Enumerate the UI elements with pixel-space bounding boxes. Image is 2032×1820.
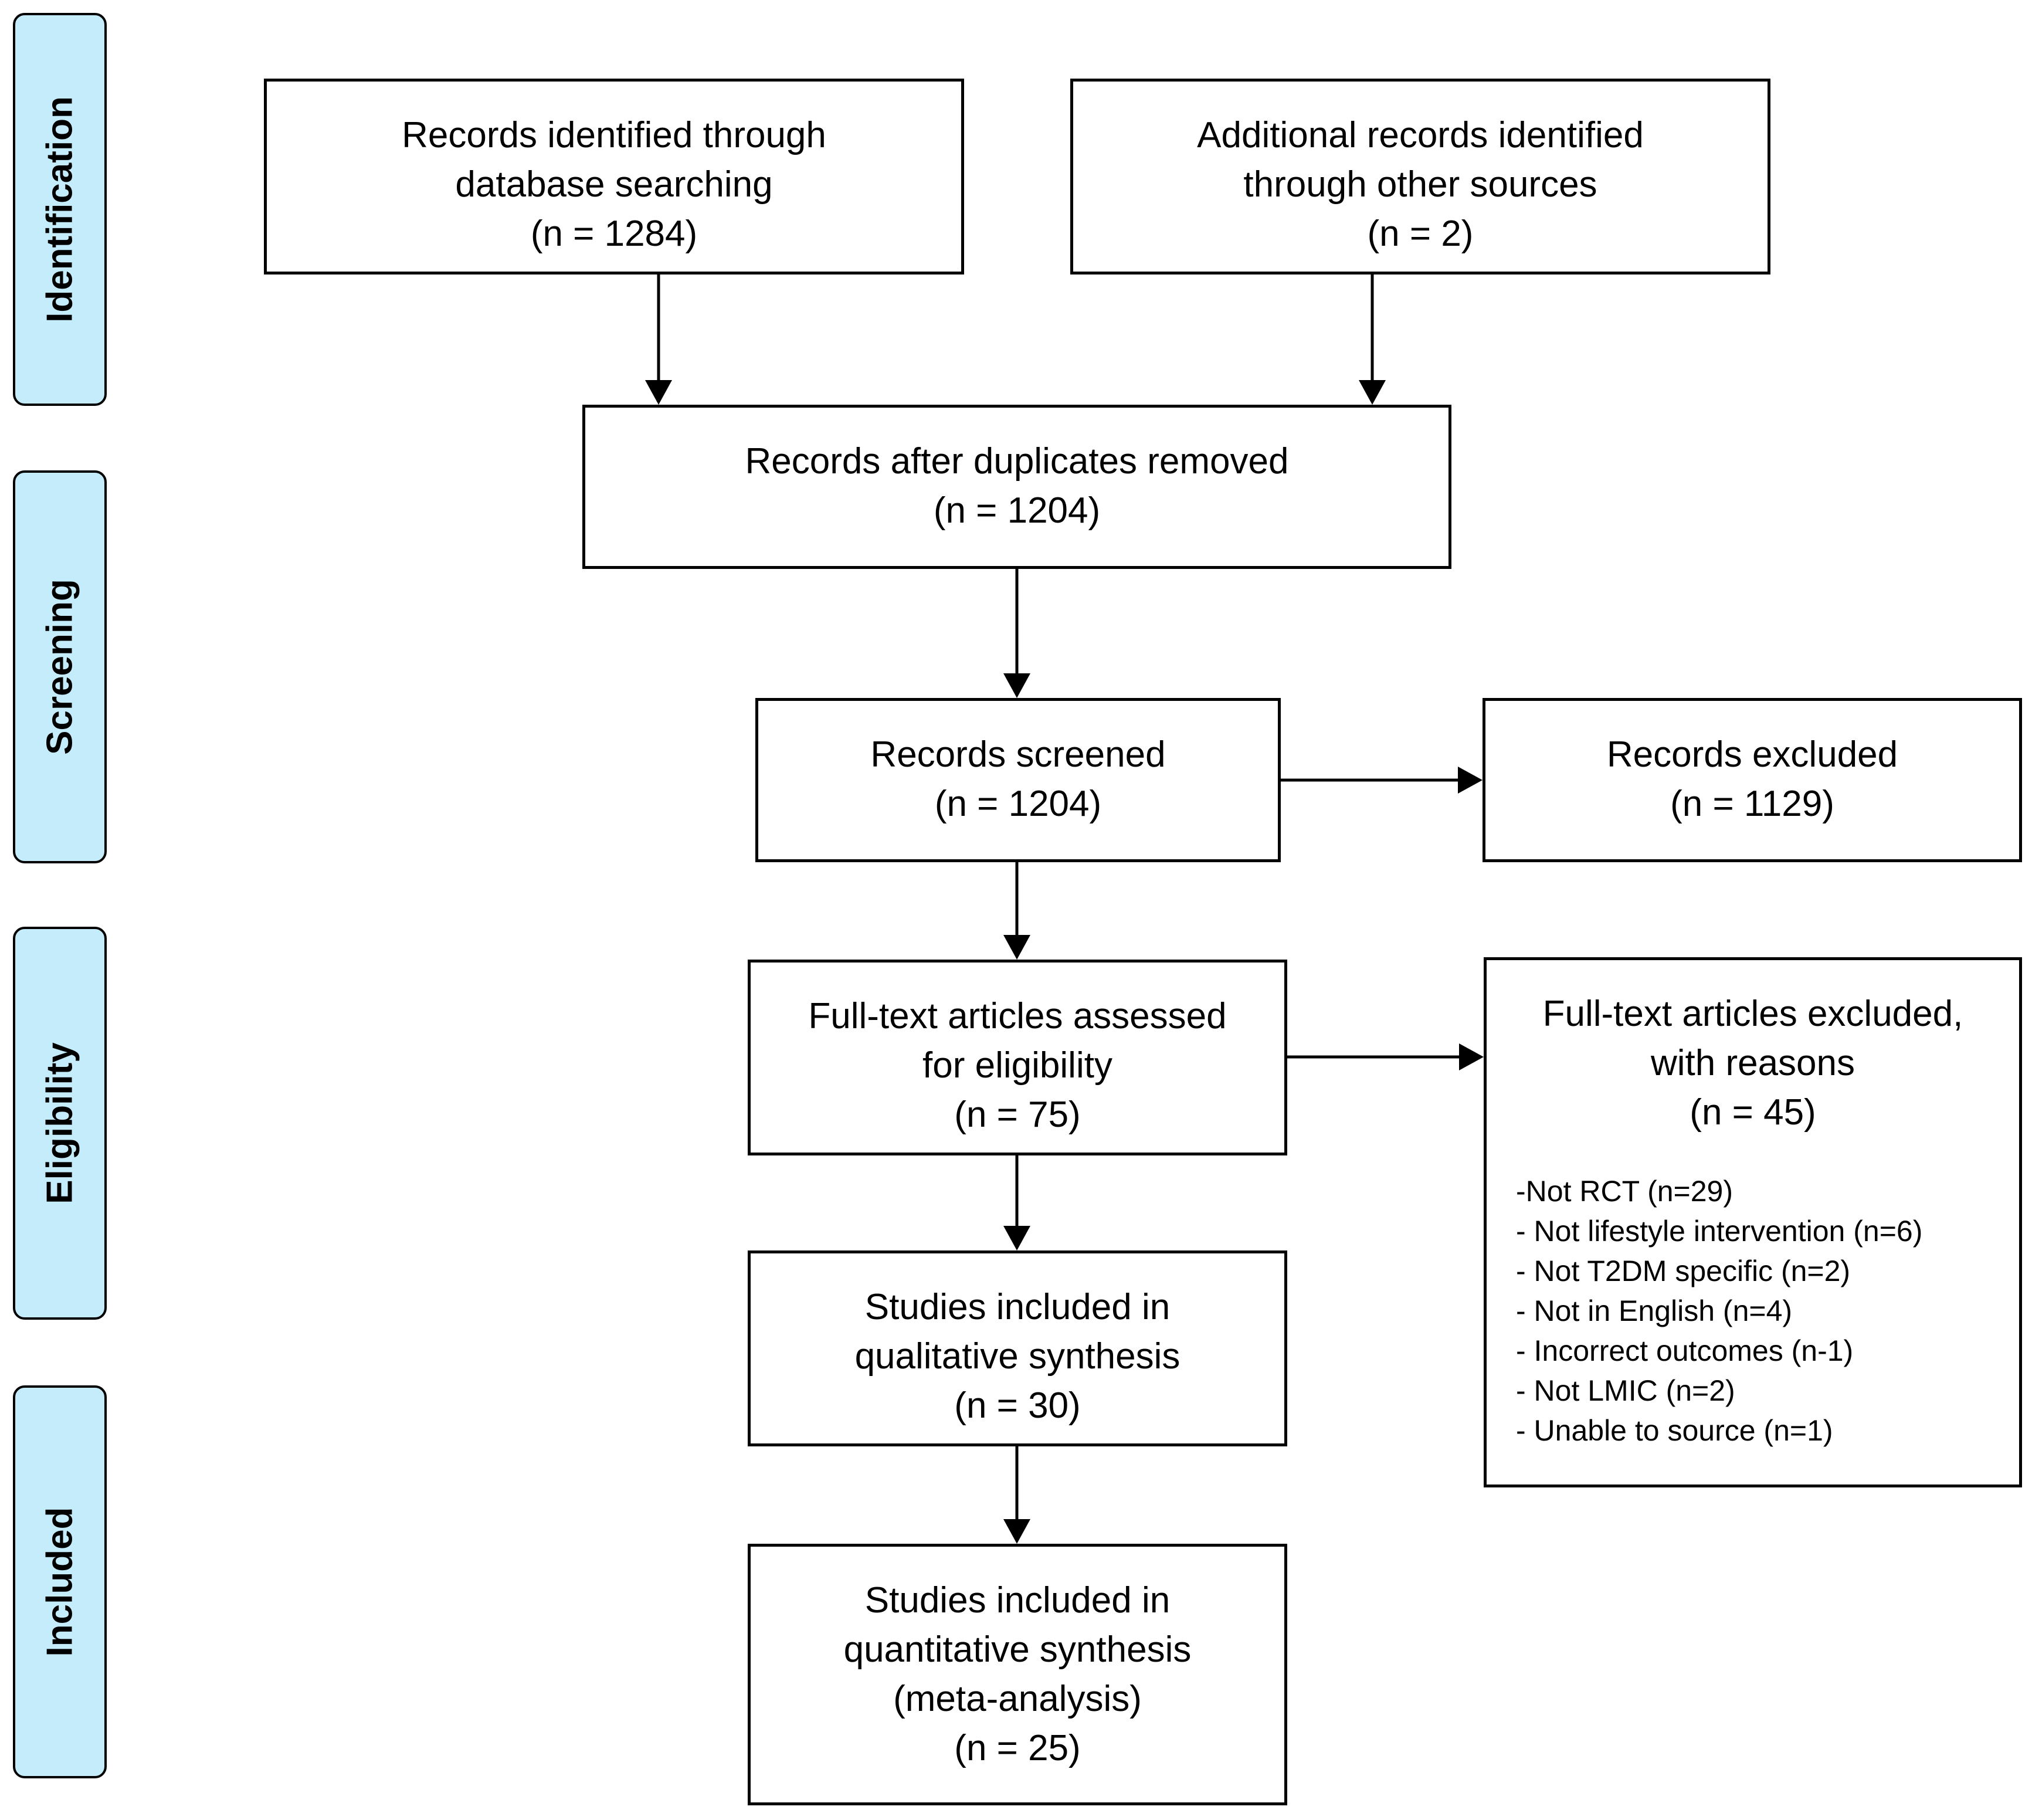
box-count: (n = 75) bbox=[954, 1094, 1081, 1135]
arrowhead-icon bbox=[1458, 767, 1483, 794]
box-records-screened: Records screened (n = 1204) bbox=[755, 698, 1281, 862]
exclusion-reason: - Not T2DM specific (n=2) bbox=[1516, 1255, 1851, 1287]
box-text-line: through other sources bbox=[1243, 164, 1597, 205]
box-text-line: for eligibility bbox=[922, 1045, 1112, 1086]
arrowhead-icon bbox=[1003, 935, 1030, 960]
box-count: (n = 30) bbox=[954, 1385, 1081, 1426]
phase-screening: Screening bbox=[13, 470, 107, 863]
box-text-line: Studies included in bbox=[864, 1287, 1171, 1327]
exclusion-reason: - Not lifestyle intervention (n=6) bbox=[1516, 1215, 1923, 1248]
box-text-line: quantitative synthesis bbox=[843, 1629, 1192, 1670]
box-fulltext-assessed: Full-text articles assessed for eligibil… bbox=[748, 960, 1287, 1155]
exclusion-reason: - Not LMIC (n=2) bbox=[1516, 1374, 1735, 1407]
box-text-line: Records excluded bbox=[1606, 734, 1898, 775]
box-records-excluded: Records excluded (n = 1129) bbox=[1483, 698, 2022, 862]
exclusion-reasons-list: -Not RCT (n=29) - Not lifestyle interven… bbox=[1487, 1171, 1922, 1450]
arrowhead-icon bbox=[645, 380, 672, 405]
box-text-line: Records after duplicates removed bbox=[745, 441, 1289, 482]
box-text-line: Full-text articles assessed bbox=[808, 996, 1227, 1036]
box-count: (n = 2) bbox=[1367, 213, 1474, 254]
box-qualitative-synthesis: Studies included in qualitative synthesi… bbox=[748, 1250, 1287, 1446]
phase-eligibility: Eligibility bbox=[13, 927, 107, 1320]
phase-identification: Identification bbox=[13, 13, 107, 406]
arrowhead-icon bbox=[1003, 1519, 1030, 1544]
box-count: (n = 25) bbox=[954, 1728, 1081, 1768]
box-quantitative-synthesis: Studies included in quantitative synthes… bbox=[748, 1544, 1287, 1805]
exclusion-reason: - Unable to source (n=1) bbox=[1516, 1414, 1833, 1447]
box-other-sources: Additional records identified through ot… bbox=[1070, 79, 1770, 274]
box-text-line: Additional records identified bbox=[1197, 115, 1644, 155]
box-fulltext-excluded: Full-text articles excluded, with reason… bbox=[1484, 957, 2022, 1487]
box-count: (n = 1284) bbox=[530, 213, 698, 254]
arrowhead-icon bbox=[1459, 1043, 1484, 1070]
box-count: (n = 1129) bbox=[1670, 784, 1834, 824]
box-text-line: (meta-analysis) bbox=[893, 1679, 1142, 1719]
box-duplicates-removed: Records after duplicates removed (n = 12… bbox=[582, 405, 1451, 569]
box-text-line: with reasons bbox=[1650, 1043, 1855, 1083]
box-count: (n = 1204) bbox=[934, 784, 1102, 824]
exclusion-reason: - Incorrect outcomes (n-1) bbox=[1516, 1334, 1854, 1367]
box-text-line: qualitative synthesis bbox=[854, 1336, 1180, 1377]
box-count: (n = 45) bbox=[1690, 1092, 1816, 1133]
arrowhead-icon bbox=[1003, 1226, 1030, 1250]
box-text-line: database searching bbox=[455, 164, 773, 205]
arrowhead-icon bbox=[1359, 380, 1386, 405]
box-text-line: Studies included in bbox=[864, 1580, 1171, 1621]
box-count: (n = 1204) bbox=[933, 490, 1101, 531]
exclusion-reason: - Not in English (n=4) bbox=[1516, 1294, 1793, 1327]
arrowhead-icon bbox=[1003, 673, 1030, 698]
box-text-line: Full-text articles excluded, bbox=[1542, 994, 1963, 1034]
box-text-line: Records screened bbox=[870, 734, 1166, 775]
exclusion-reason: -Not RCT (n=29) bbox=[1516, 1175, 1734, 1208]
phase-included: Included bbox=[13, 1385, 107, 1778]
box-text-line: Records identified through bbox=[402, 115, 826, 155]
box-database-records: Records identified through database sear… bbox=[264, 79, 964, 274]
